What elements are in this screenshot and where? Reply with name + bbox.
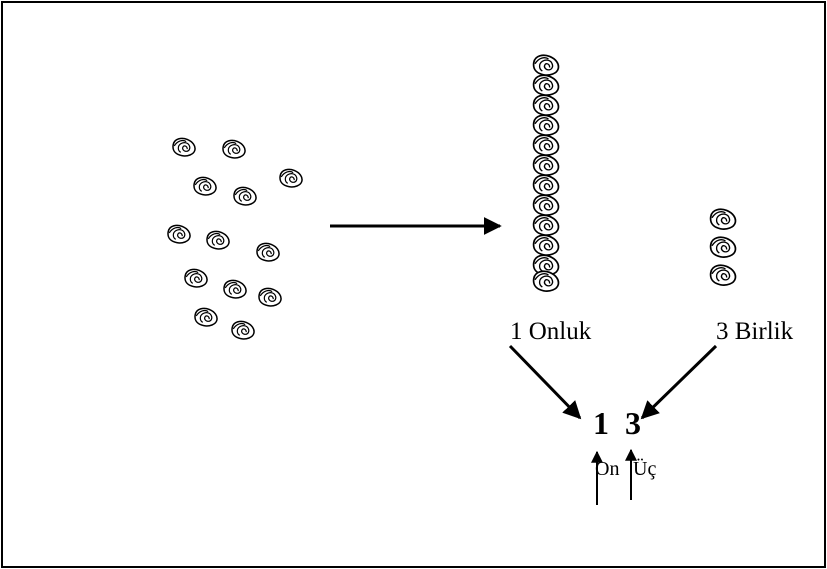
snail-shell-icon (167, 224, 191, 244)
snail-shell-icon (231, 320, 255, 340)
snail-shell-icon (532, 194, 560, 216)
snail-shell-icon (532, 94, 560, 116)
tens-stack-group (532, 54, 560, 292)
snail-shell-icon (709, 264, 737, 286)
snail-shell-icon (532, 74, 560, 96)
snail-shell-icon (223, 279, 247, 299)
snail-shell-icon (532, 154, 560, 176)
snail-shell-icon (709, 208, 737, 230)
snail-shell-icon (193, 176, 217, 196)
snail-shell-icon (256, 242, 280, 262)
snail-shell-icon (206, 230, 230, 250)
snail-shell-icon (222, 139, 246, 159)
snail-shell-icon (532, 234, 560, 256)
tens-word: On (595, 458, 620, 480)
snail-shell-icon (258, 287, 282, 307)
snail-shell-icon (172, 137, 196, 157)
snail-shell-icon (532, 134, 560, 156)
ones-digit: 3 (625, 405, 641, 441)
snail-shell-icon (233, 186, 257, 206)
snail-shell-icon (194, 307, 218, 327)
ones-word: Üç (633, 458, 657, 480)
snail-shell-icon (709, 236, 737, 258)
snail-shell-icon (532, 214, 560, 236)
snail-shell-icon (532, 270, 560, 292)
loose-shells-group (167, 137, 303, 340)
snail-shell-icon (532, 174, 560, 196)
snail-shell-icon (532, 54, 560, 76)
snail-shell-icon (184, 268, 208, 288)
snail-shell-icon (279, 168, 303, 188)
ones-stack-group (709, 208, 737, 286)
birlik-to-digit-arrow (640, 344, 718, 420)
birlik-label: 3 Birlik (716, 318, 794, 345)
onluk-label: 1 Onluk (510, 318, 592, 345)
tens-digit: 1 (593, 405, 609, 441)
snail-shell-icon (532, 114, 560, 136)
onluk-to-digit-arrow (508, 344, 582, 420)
